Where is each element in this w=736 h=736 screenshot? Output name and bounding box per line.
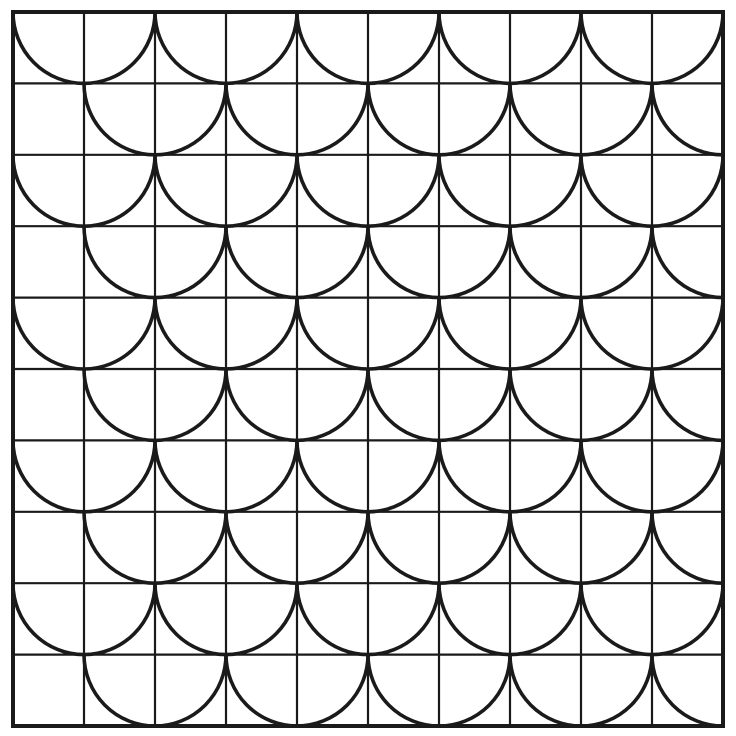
scale-arc — [650, 81, 723, 157]
scale-arc — [650, 367, 723, 443]
outer-frame — [11, 10, 725, 728]
scale-arc — [650, 652, 723, 726]
scale-arc — [650, 224, 723, 300]
scale-arc — [82, 652, 228, 726]
scale-arc — [224, 652, 370, 726]
scale-arc — [650, 510, 723, 585]
semicircle-arcs — [13, 12, 723, 726]
scale-arc — [508, 652, 654, 726]
scale-arc — [366, 652, 512, 726]
